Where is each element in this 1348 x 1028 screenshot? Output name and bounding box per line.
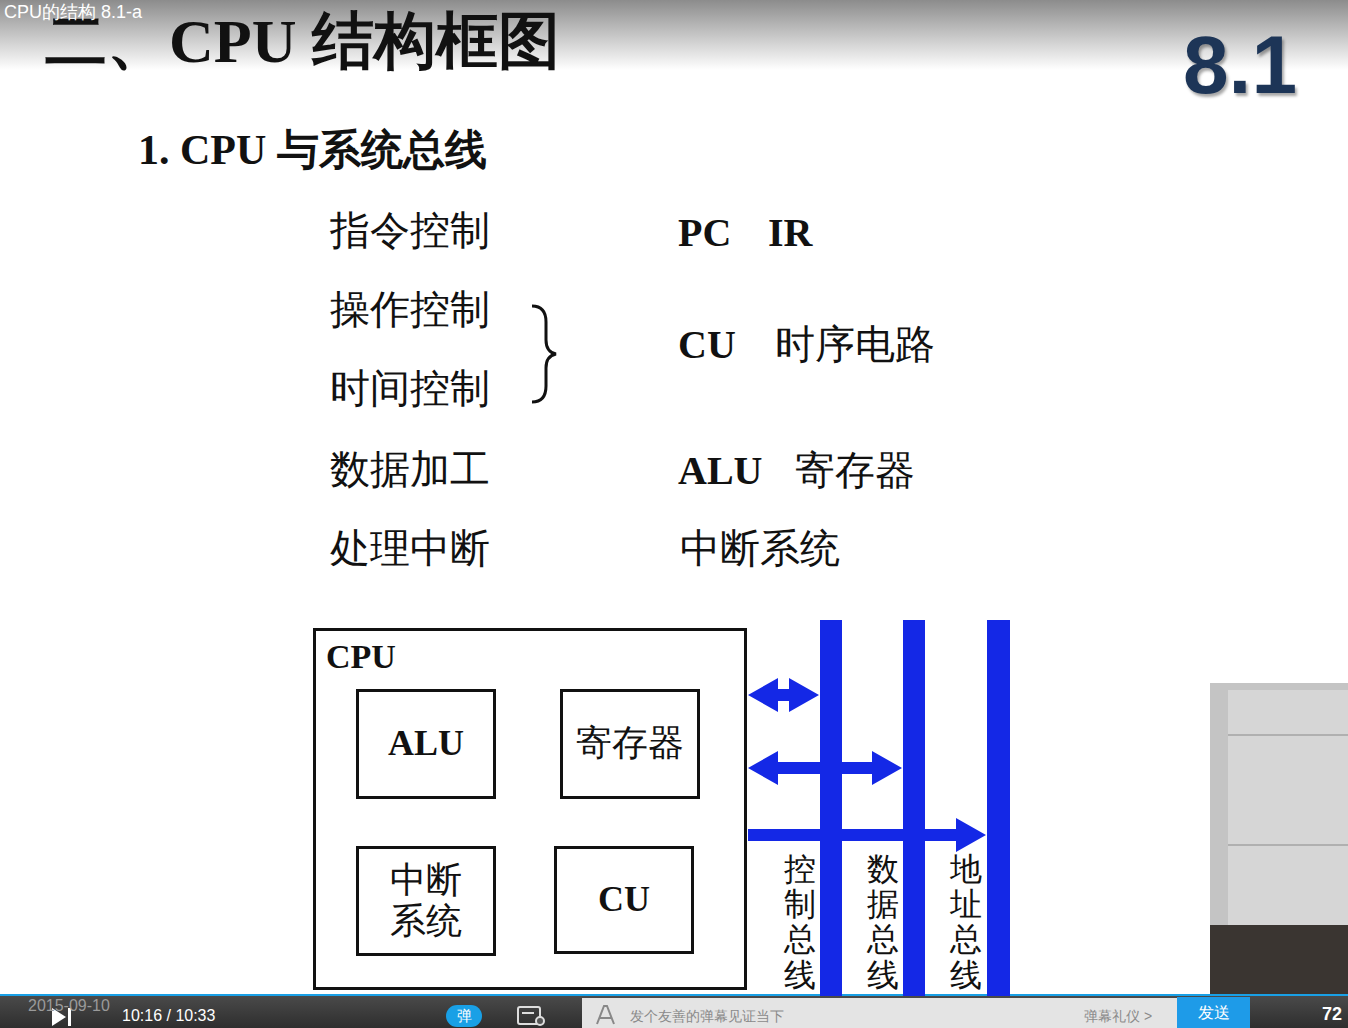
function-name: 操作控制 [330,287,490,333]
component-name: CU [678,322,736,368]
upload-date: 2015-09-10 [28,997,110,1015]
node-label: ALU [388,723,464,764]
function-name: 指令控制 [330,208,490,254]
data-bus: 数据总线 [903,620,925,996]
bus-arrow [748,818,986,852]
danmaku-input [582,998,1177,1028]
bus-label: 地址总线 [950,852,982,993]
component-name: 时序电路 [775,322,935,368]
arrow-shape [748,818,986,852]
video-title: CPU的结构 8.1-a [4,2,142,23]
curly-brace [532,306,556,402]
arrow-shape [748,678,819,712]
function-name: 数据加工 [330,447,490,493]
webcam-view [1210,683,1348,996]
component-name: IR [768,210,812,256]
bus-arrow [748,678,819,712]
interrupt-box: 中断系统 [356,846,496,956]
control-bus: 控制总线 [820,620,842,996]
input-placeholder: 发个友善的弹幕见证当下 [630,1008,784,1024]
alu-box: ALU [356,689,496,799]
danmaku-settings-icon [518,1007,544,1025]
node-label: 寄存器 [576,723,684,764]
subheading: 1. CPU 与系统总线 [138,126,487,174]
danmaku-toggle: 弹 [446,1005,482,1027]
register-box: 寄存器 [560,689,700,799]
send-button: 发送 [1177,997,1250,1028]
node-label: CPU [326,637,396,676]
bus-label: 控制总线 [784,852,816,993]
bus-label: 数据总线 [867,852,899,993]
component-name: ALU [678,448,762,494]
danmaku-etiquette-link: 弹幕礼仪 > [1084,1008,1152,1024]
viewer-count: 72 [1322,1004,1342,1025]
component-name: PC [678,210,731,256]
control-unit-box: CU [554,846,694,954]
component-name: 中断系统 [680,526,840,572]
function-name: 处理中断 [330,526,490,572]
component-name: 寄存器 [795,448,915,494]
address-bus: 地址总线 [987,620,1010,996]
playback-time: 10:16 / 10:33 [122,1007,215,1025]
font-style-icon [597,1006,614,1024]
node-label: CU [598,879,650,920]
function-name: 时间控制 [330,366,490,412]
cpu-box: CPU ALU 寄存器中断系统 CU [313,628,747,990]
node-label: 中断系统 [389,860,463,943]
section-number: 8.1 [1183,18,1297,112]
